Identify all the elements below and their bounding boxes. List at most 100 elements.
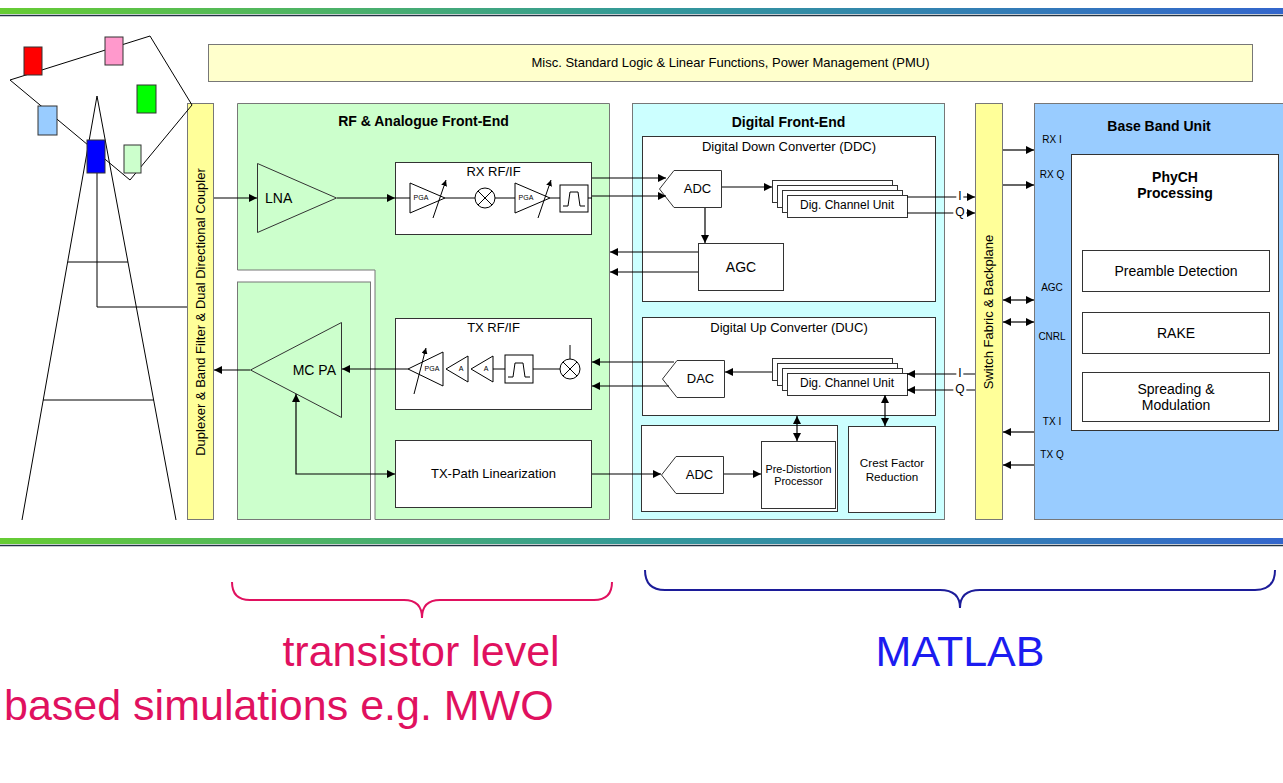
rx-chain-symbols [395, 198, 410, 199]
antenna-tower [10, 36, 192, 180]
connector [296, 394, 395, 474]
bracket [232, 570, 1275, 618]
antenna-panel [87, 140, 105, 173]
node-text: Digital Up Converter (DUC) [710, 321, 867, 336]
antenna-panel [24, 47, 42, 75]
process-box: Digital Down Converter (DDC) ADC Dig. Chan… [642, 136, 936, 302]
channel-stack: Dig. Channel Unit [772, 180, 907, 217]
gradient-bar [0, 8, 1283, 14]
signal-name: TX Q [1038, 449, 1065, 460]
process-box: Preamble Detection [1082, 250, 1270, 292]
rx-chain-symbols [495, 198, 515, 199]
node-text: TX RF/IF [467, 321, 520, 336]
node-text: Digital Front-End [732, 114, 846, 130]
annotation: A [484, 365, 489, 373]
annotation: PGA [414, 194, 429, 202]
annotation: MATLAB [876, 628, 1045, 675]
connector [214, 197, 257, 198]
annotation: A [459, 365, 464, 373]
shape-outline [660, 171, 722, 208]
antenna-panel [38, 106, 57, 135]
node-text: Duplexer & Band Filter & Dual Directiona… [193, 168, 208, 456]
connector [610, 251, 698, 252]
converter-symbol: ADC [661, 456, 724, 494]
node-text: Digital Down Converter (DDC) [702, 140, 876, 155]
node-text: RF & Analogue Front-End [338, 113, 509, 129]
signal-name: I [956, 367, 963, 380]
shape-outline [258, 164, 337, 233]
signal-name: I [956, 190, 963, 203]
signal-name: Q [953, 206, 966, 219]
connector [592, 385, 669, 386]
shape-outline [788, 196, 908, 218]
tx-chain-symbols [395, 345, 580, 394]
region: RF & Analogue Front-EndLNARX RF/IFMC PAT… [237, 103, 610, 520]
signal-name: Q [953, 383, 966, 396]
tx-chain-symbols [414, 348, 426, 394]
process-box: PhyCH ProcessingPreamble DetectionRAKESp… [1071, 154, 1279, 431]
annotation: based simulations e.g. MWO [4, 682, 554, 729]
tx-chain-symbols [408, 352, 443, 386]
antenna-tower [97, 172, 187, 307]
signal-name: AGC [1039, 282, 1065, 293]
shape-outline [238, 104, 610, 520]
annotation: PGA [519, 194, 534, 202]
connector [1003, 321, 1034, 322]
channel-stack: Dig. Channel Unit [772, 358, 907, 395]
tx-chain-symbols [563, 362, 577, 376]
tx-chain-symbols [508, 363, 530, 377]
signal-name: RX I [1040, 134, 1063, 145]
tx-chain-symbols [505, 355, 533, 383]
node-text: Dig. Channel Unit [787, 195, 907, 217]
antenna-tower [22, 96, 176, 520]
rx-chain-symbols [563, 192, 585, 206]
antenna-panel [124, 145, 141, 173]
antenna-panel [24, 37, 156, 173]
rx-chain-symbols [433, 180, 446, 218]
region: Base Band UnitPhyCH ProcessingPreamble D… [1034, 103, 1283, 520]
node-text: TX-Path Linearization [431, 467, 556, 482]
tx-chain-symbols [570, 345, 571, 359]
connector [704, 208, 705, 243]
connector [1003, 184, 1034, 185]
node-text: ADC [684, 182, 711, 197]
signal-name: TX I [1041, 416, 1063, 427]
antenna-panel [137, 85, 156, 113]
node-text: Base Band Unit [1107, 118, 1210, 134]
node-text: DAC [687, 372, 714, 387]
process-box: RAKE [1082, 312, 1270, 354]
node-text: ADC [686, 468, 713, 483]
connector [337, 197, 395, 198]
rx-chain-symbols [395, 180, 592, 218]
gradient-bar [0, 8, 1283, 546]
node-text: Switch Fabric & Backplane [982, 234, 997, 389]
connector [592, 177, 666, 178]
process-box: Crest Factor Reduction [848, 426, 936, 513]
connector [722, 186, 772, 187]
annotation: transistor level [282, 628, 559, 675]
node-text: Preamble Detection [1115, 263, 1238, 279]
node-text: AGC [726, 259, 756, 275]
connector [1003, 464, 1034, 465]
process-box: Digital Up Converter (DUC) DAC Dig. Channe… [642, 317, 936, 416]
bracket [645, 570, 1275, 608]
node-text: Pre-Distortion Processor [762, 463, 835, 488]
connector [592, 473, 661, 474]
connector [1003, 299, 1034, 300]
rx-chain-symbols [550, 198, 560, 199]
node-text: MC PA [293, 362, 336, 378]
bracket [232, 582, 612, 618]
antenna-panel [105, 37, 123, 65]
converter-symbol: DAC [662, 360, 725, 398]
gradient-bar [0, 15, 1283, 17]
rx-chain-symbols [588, 198, 592, 199]
connector [725, 371, 772, 372]
annotation: PGA [425, 365, 440, 373]
node-text: Crest Factor Reduction [849, 456, 935, 483]
node-text: Misc. Standard Logic & Linear Functions,… [531, 56, 929, 71]
filter-band: Duplexer & Band Filter & Dual Directiona… [187, 103, 214, 520]
tx-chain-symbols [560, 359, 580, 379]
